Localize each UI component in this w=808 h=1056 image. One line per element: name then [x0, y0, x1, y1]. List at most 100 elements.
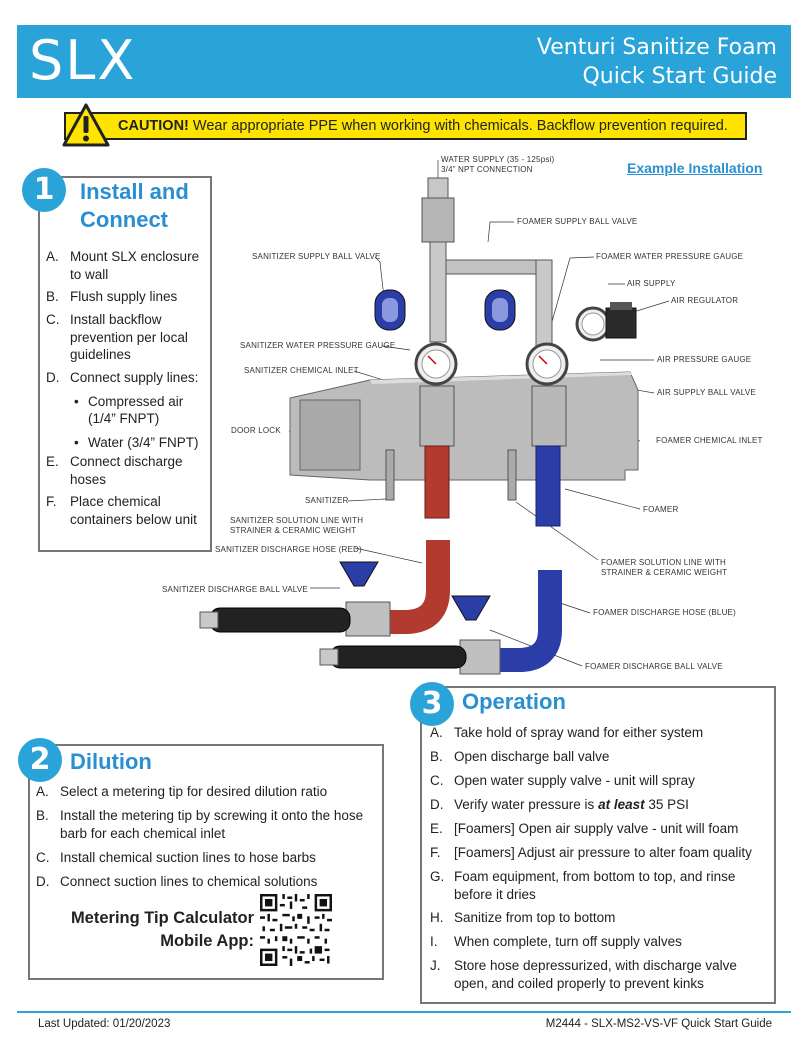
last-updated: Last Updated: 01/20/2023 [38, 1018, 171, 1030]
step-letter: B. [46, 289, 59, 304]
step-text: When complete, turn off supply valves [454, 934, 682, 949]
dilution-steps: A.Select a metering tip for desired dilu… [36, 783, 376, 897]
callout-line: STRAINER & CERAMIC WEIGHT [230, 526, 357, 535]
list-item: E. Connect discharge hoses [46, 453, 206, 493]
list-item: B. Flush supply lines [46, 288, 206, 311]
step-text: Connect discharge hoses [70, 454, 183, 487]
step-text-part: Verify water pressure is [454, 797, 599, 812]
caution-label: CAUTION! [118, 118, 189, 134]
callout-water-supply: WATER SUPPLY (35 - 125psi) 3/4” NPT CONN… [441, 155, 554, 175]
list-item: A.Take hold of spray wand for either sys… [430, 724, 766, 748]
section1-title: Install and Connect [80, 178, 189, 234]
step-letter: D. [36, 874, 50, 889]
callout-sanitizer: SANITIZER [305, 496, 349, 505]
step-number-badge: 3 [410, 682, 454, 726]
caution-text: Wear appropriate PPE when working with c… [192, 118, 728, 134]
callout-air-supply: AIR SUPPLY [627, 279, 676, 288]
callout-sanitizer-discharge-hose: SANITIZER DISCHARGE HOSE (RED) [215, 545, 362, 554]
list-item: Water (3/4” FNPT) [70, 434, 206, 452]
step-text: Install chemical suction lines to hose b… [60, 850, 316, 865]
warning-triangle-icon [62, 103, 110, 147]
caution-message: CAUTION! Wear appropriate PPE when worki… [118, 118, 728, 134]
callout-foamer-solution-line: FOAMER SOLUTION LINE WITH STRAINER & CER… [601, 558, 727, 578]
header-banner: SLX Venturi Sanitize Foam Quick Start Gu… [17, 25, 791, 98]
step-letter: C. [36, 850, 50, 865]
section1-title-line1: Install and [80, 179, 189, 204]
step-text: Sanitize from top to bottom [454, 910, 616, 925]
step-text: [Foamers] Open air supply valve - unit w… [454, 821, 739, 836]
step-number-badge: 2 [18, 738, 62, 782]
step-text: Place chemical containers below unit [70, 494, 197, 527]
step-text: Open water supply valve - unit will spra… [454, 773, 695, 788]
document-title: Venturi Sanitize Foam Quick Start Guide [537, 33, 777, 91]
callout-sanitizer-discharge-ball-valve: SANITIZER DISCHARGE BALL VALVE [162, 585, 308, 594]
app-label-line2: Mobile App: [160, 932, 254, 950]
callout-line: SANITIZER SOLUTION LINE WITH [230, 516, 364, 525]
callout-sanitizer-water-pressure-gauge: SANITIZER WATER PRESSURE GAUGE [240, 341, 396, 350]
supply-sublist: Compressed air (1/4” FNPT) Water (3/4” F… [46, 393, 206, 452]
callout-foamer-discharge-ball-valve: FOAMER DISCHARGE BALL VALVE [585, 662, 723, 671]
step-letter: C. [46, 312, 60, 327]
metering-tip-app-label: Metering Tip Calculator Mobile App: [70, 907, 254, 953]
list-item: J. Store hose depressurized, with dischar… [430, 957, 766, 997]
title-line-2: Quick Start Guide [582, 64, 777, 89]
operation-panel: Operation A.Take hold of spray wand for … [420, 686, 776, 1004]
title-line-1: Venturi Sanitize Foam [536, 35, 777, 60]
callout-foamer-supply-ball-valve: FOAMER SUPPLY BALL VALVE [517, 217, 638, 226]
step-letter: B. [36, 808, 49, 823]
operation-steps: A.Take hold of spray wand for either sys… [430, 724, 766, 997]
step-letter: E. [46, 454, 59, 469]
step-text: Flush supply lines [70, 289, 178, 304]
list-item: A.Select a metering tip for desired dilu… [36, 783, 376, 807]
callout-foamer-discharge-hose: FOAMER DISCHARGE HOSE (BLUE) [593, 608, 736, 617]
step-text: Foam equipment, from bottom to top, and … [454, 869, 736, 902]
step-text: Open discharge ball valve [454, 749, 610, 764]
list-item: F.Place chemical containers below unit [46, 493, 206, 533]
step-text: Connect supply lines: [70, 370, 199, 385]
step-letter: H. [430, 910, 444, 925]
dilution-panel: Dilution A.Select a metering tip for des… [28, 744, 384, 980]
callout-foamer: FOAMER [643, 505, 679, 514]
installation-diagram [199, 160, 670, 675]
section3-title: Operation [462, 689, 566, 714]
callout-sanitizer-supply-ball-valve: SANITIZER SUPPLY BALL VALVE [252, 252, 381, 261]
list-item: D.Connect supply lines: Compressed air (… [46, 369, 206, 453]
step-text-emphasis: at least [598, 797, 645, 812]
caution-banner: CAUTION! Wear appropriate PPE when worki… [64, 112, 747, 140]
step-text: Verify water pressure is at least 35 PSI [430, 796, 766, 814]
step-text: Take hold of spray wand for either syste… [454, 725, 704, 740]
step-letter: F. [430, 845, 441, 860]
document-id: M2444 - SLX-MS2-VS-VF Quick Start Guide [545, 1018, 772, 1030]
callout-air-pressure-gauge: AIR PRESSURE GAUGE [657, 355, 752, 364]
step-text: [Foamers] Adjust air pressure to alter f… [454, 845, 752, 860]
step-letter: J. [430, 958, 441, 973]
step-letter: B. [430, 749, 443, 764]
callout-air-supply-ball-valve: AIR SUPPLY BALL VALVE [657, 388, 756, 397]
step-letter: G. [430, 869, 445, 884]
step-letter: E. [430, 821, 443, 836]
list-item: I.When complete, turn off supply valves [430, 933, 766, 957]
callout-air-regulator: AIR REGULATOR [671, 296, 739, 305]
step-text: Store hose depressurized, with discharge… [454, 958, 737, 991]
section2-title: Dilution [70, 749, 152, 774]
qr-code-icon[interactable] [260, 894, 332, 966]
callout-door-lock: DOOR LOCK [231, 426, 281, 435]
list-item: G. Foam equipment, from bottom to top, an… [430, 868, 766, 909]
list-item: C.Open water supply valve - unit will sp… [430, 772, 766, 796]
install-connect-panel: Install and Connect A.Mount SLX enclosur… [38, 176, 212, 552]
step-number-badge: 1 [22, 168, 66, 212]
step-text: Connect suction lines to chemical soluti… [60, 874, 318, 889]
footer-divider [17, 1011, 791, 1013]
callout-line: 3/4” NPT CONNECTION [441, 165, 533, 174]
example-installation-link[interactable]: Example Installation [627, 160, 763, 176]
list-item: C. Install backflow prevention per local … [46, 311, 206, 369]
step-letter: A. [36, 784, 49, 799]
install-steps: A.Mount SLX enclosure to wall B.Flush su… [46, 248, 206, 533]
step-text: Install backflow prevention per local gu… [70, 312, 188, 362]
section1-title-line2: Connect [80, 207, 168, 232]
callout-foamer-chemical-inlet: FOAMER CHEMICAL INLET [656, 436, 763, 445]
callout-line: WATER SUPPLY (35 - 125psi) [441, 155, 555, 164]
callout-foamer-water-pressure-gauge: FOAMER WATER PRESSURE GAUGE [596, 252, 744, 261]
callout-line: STRAINER & CERAMIC WEIGHT [601, 568, 728, 577]
app-label-line1: Metering Tip Calculator [70, 909, 254, 927]
